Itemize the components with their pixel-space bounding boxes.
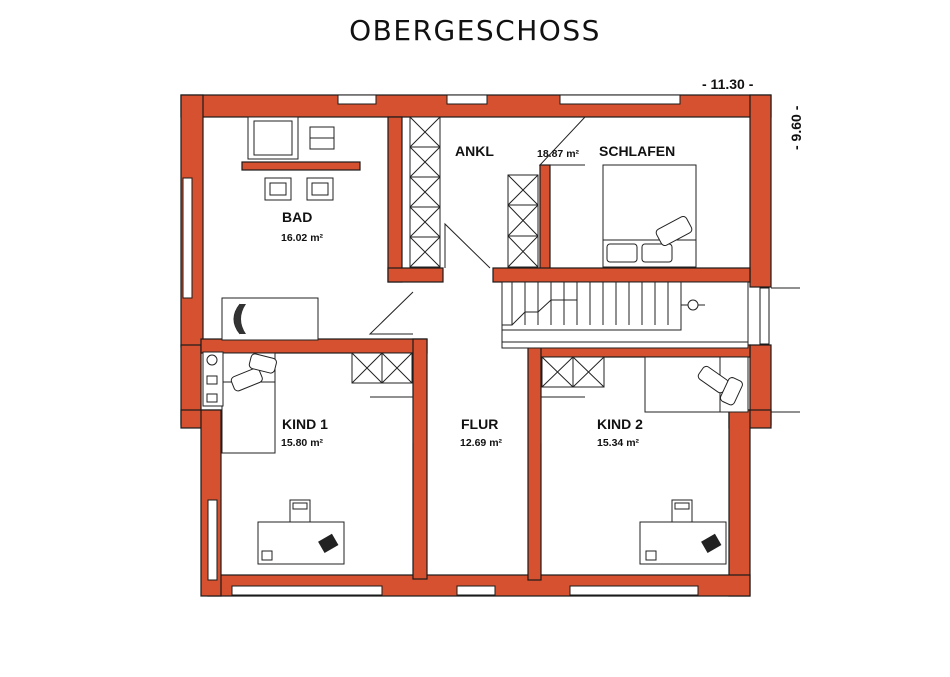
dimension-width: - 11.30 - bbox=[702, 76, 754, 92]
room-area-kind1: 15.80 m² bbox=[281, 437, 324, 449]
room-area-flur: 12.69 m² bbox=[460, 437, 503, 449]
bed-schlafen bbox=[602, 164, 697, 268]
room-name-schlafen: SCHLAFEN bbox=[599, 143, 675, 159]
furniture-kind1 bbox=[202, 291, 414, 565]
room-name-kind2: KIND 2 bbox=[597, 416, 643, 432]
room-area-kind2: 15.34 m² bbox=[597, 437, 640, 449]
furniture-kind2 bbox=[540, 356, 749, 565]
closet-ankl bbox=[409, 116, 586, 269]
plan-title: OBERGESCHOSS bbox=[349, 14, 601, 47]
room-area-bad: 16.02 m² bbox=[281, 232, 324, 244]
bathroom-fixtures bbox=[221, 116, 361, 341]
room-name-kind1: KIND 1 bbox=[282, 416, 328, 432]
room-name-bad: BAD bbox=[282, 209, 312, 225]
room-area-schlafen: 18.87 m² bbox=[537, 148, 580, 160]
staircase bbox=[501, 281, 749, 349]
room-name-flur: FLUR bbox=[461, 416, 498, 432]
dimension-depth: - 9.60 - bbox=[788, 105, 804, 150]
room-name-ankl: ANKL bbox=[455, 143, 494, 159]
windows bbox=[182, 94, 800, 596]
